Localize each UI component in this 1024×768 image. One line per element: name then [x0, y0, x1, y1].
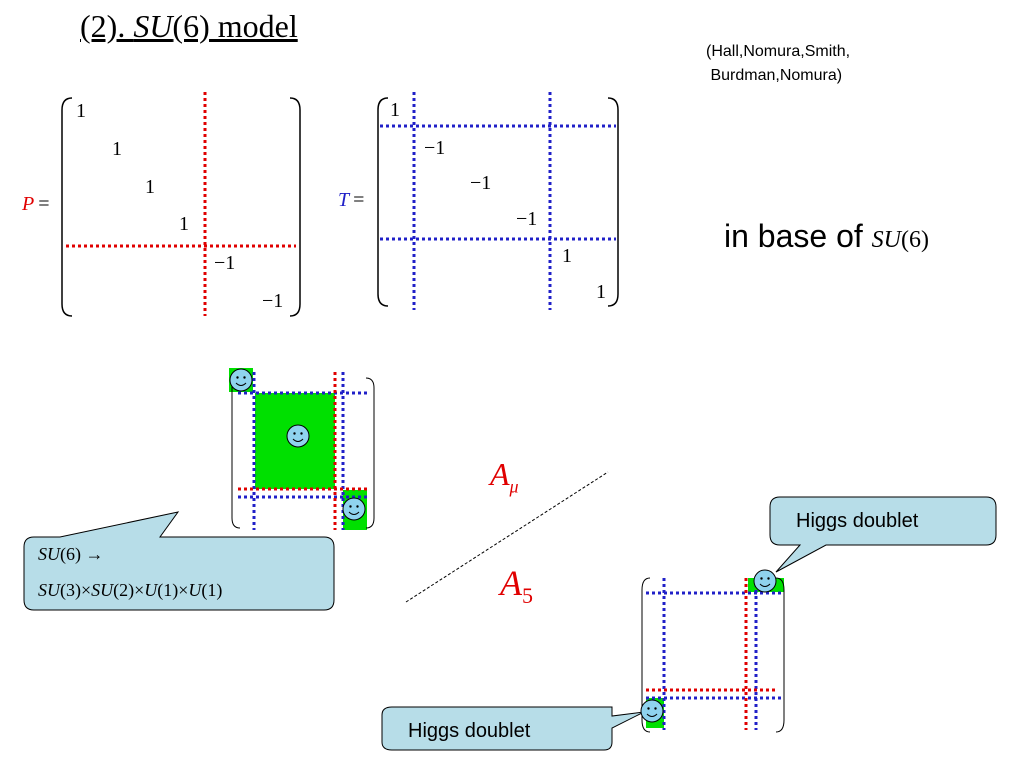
matrix-t-left-paren: [377, 97, 389, 307]
breaking-callout-line2: SU(3)×SU(2)×U(1)×U(1): [38, 580, 223, 600]
title-prefix: (2).: [80, 8, 134, 44]
matrix-p-equals: =: [38, 193, 50, 215]
matrix-p-left-paren: [61, 97, 73, 317]
smiley-icon: [640, 699, 664, 723]
matrix-t-entry: 1: [390, 99, 400, 121]
smiley-icon: [286, 424, 310, 448]
matrix-p-entry: 1: [112, 138, 122, 160]
matrix-t-label: T=: [338, 189, 364, 212]
matrix-t-equals: =: [353, 189, 365, 211]
middle-block-left-paren: [231, 377, 241, 529]
middle-block-right-paren: [365, 377, 375, 529]
breaking-callout-bubble: [23, 511, 335, 611]
scalar-field-label: A5: [500, 563, 533, 609]
smiley-icon: [753, 569, 777, 593]
lower-block-right-paren: [775, 577, 785, 733]
lower-block-left-paren: [641, 577, 651, 733]
base-group: SU(6): [871, 227, 929, 253]
title-suffix: (6) model: [172, 8, 298, 44]
higgs-doublet-lower-label: Higgs doublet: [408, 720, 531, 742]
diagonal-divider: [405, 471, 609, 603]
matrix-p-symbol: P: [22, 193, 35, 215]
slide-title: (2). SU(6) model: [80, 8, 298, 45]
higgs-lower-callout-bubble: [381, 706, 645, 751]
matrix-t-entry: 1: [562, 245, 572, 267]
matrix-t-entry: 1: [596, 281, 606, 303]
smiley-icon: [342, 497, 366, 521]
matrix-p-right-paren: [289, 97, 301, 317]
matrix-t-entry: −1: [424, 137, 446, 159]
matrix-t-entry: −1: [470, 172, 492, 194]
base-label: in base of: [724, 218, 863, 254]
matrix-t-right-paren: [607, 97, 619, 307]
authors-citation: (Hall,Nomura,Smith, Burdman,Nomura): [706, 43, 851, 84]
breaking-callout-line1: SU(6) →: [38, 544, 104, 564]
matrix-p-entry: 1: [76, 100, 86, 122]
higgs-upper-callout-bubble: [769, 496, 997, 573]
matrix-p-entry: 1: [179, 213, 189, 235]
higgs-doublet-upper-label: Higgs doublet: [796, 510, 919, 532]
gauge-field-label: Aμ: [490, 456, 519, 497]
matrix-p-label: P=: [22, 193, 50, 216]
smiley-icon: [229, 368, 253, 392]
matrix-t-symbol: T: [338, 189, 350, 211]
matrix-p-entry: 1: [145, 176, 155, 198]
matrix-p-entry: −1: [262, 290, 284, 312]
matrix-p-entry: −1: [214, 252, 236, 274]
matrix-t-entry: −1: [516, 208, 538, 230]
base-statement: in base of SU(6): [724, 218, 929, 255]
title-group: SU: [133, 8, 173, 44]
